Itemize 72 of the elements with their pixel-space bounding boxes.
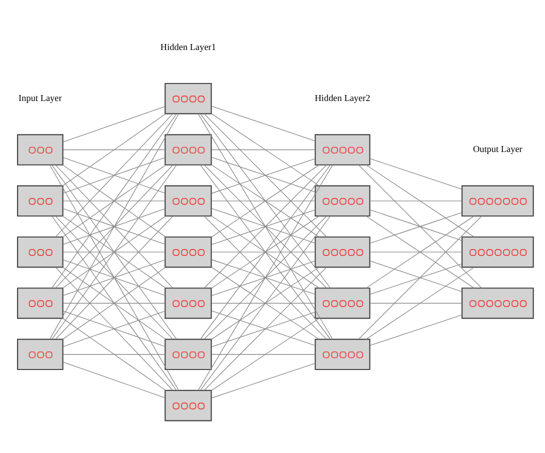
node-box xyxy=(17,288,64,319)
connector xyxy=(370,200,462,202)
connector xyxy=(55,164,174,288)
connector xyxy=(62,208,166,245)
node-box xyxy=(462,236,534,268)
connector xyxy=(366,216,474,288)
connector xyxy=(198,114,333,340)
connector xyxy=(62,164,166,238)
connector xyxy=(211,354,316,355)
connector xyxy=(62,302,166,304)
connector xyxy=(55,113,174,238)
connector xyxy=(49,113,180,340)
connector xyxy=(62,216,166,288)
connector xyxy=(211,149,316,150)
connector xyxy=(204,164,327,288)
node-box xyxy=(164,288,212,319)
connector xyxy=(358,164,482,288)
connector xyxy=(211,164,320,238)
connector xyxy=(200,114,331,288)
connector xyxy=(52,216,177,391)
node-box xyxy=(164,185,212,217)
connector xyxy=(62,200,166,202)
connector xyxy=(52,114,177,288)
connector xyxy=(62,149,166,150)
label: Input Layer xyxy=(18,92,62,103)
connector xyxy=(200,164,331,340)
connector xyxy=(211,362,316,398)
node-box xyxy=(164,82,212,114)
connector xyxy=(211,200,316,202)
node-box xyxy=(164,390,212,422)
connector xyxy=(370,158,462,190)
node-box xyxy=(314,185,370,217)
connector xyxy=(211,266,320,340)
node-box xyxy=(17,134,64,166)
connector xyxy=(49,164,180,391)
connector xyxy=(358,216,482,340)
label: Hidden Layer2 xyxy=(314,92,370,103)
connector xyxy=(62,354,166,355)
connector xyxy=(52,164,177,340)
connector xyxy=(211,216,320,288)
node-box xyxy=(164,338,212,370)
connector xyxy=(62,113,166,186)
connector xyxy=(204,114,327,238)
connector xyxy=(62,106,166,142)
connector xyxy=(62,362,166,398)
node-box xyxy=(462,185,534,217)
connector xyxy=(211,302,316,304)
connector xyxy=(204,266,327,391)
node-box xyxy=(462,288,534,319)
connector xyxy=(55,267,174,391)
connector xyxy=(370,314,462,346)
connector xyxy=(200,216,331,390)
node-box xyxy=(164,134,212,166)
node-box xyxy=(314,236,370,268)
connector xyxy=(211,106,316,142)
connector xyxy=(370,302,462,304)
node-box xyxy=(314,134,370,166)
connector xyxy=(198,164,333,391)
connector xyxy=(366,266,474,340)
label: Hidden Layer1 xyxy=(160,42,216,52)
connector xyxy=(211,113,320,186)
label: Output Layer xyxy=(472,144,522,154)
node-box xyxy=(17,185,64,217)
node-box xyxy=(314,338,370,370)
connector xyxy=(62,266,166,340)
connector xyxy=(62,318,166,391)
node-box xyxy=(17,236,64,268)
connector xyxy=(366,164,474,238)
connector xyxy=(211,318,320,391)
node-box xyxy=(17,338,64,370)
node-box xyxy=(164,236,212,268)
node-box xyxy=(314,288,370,319)
